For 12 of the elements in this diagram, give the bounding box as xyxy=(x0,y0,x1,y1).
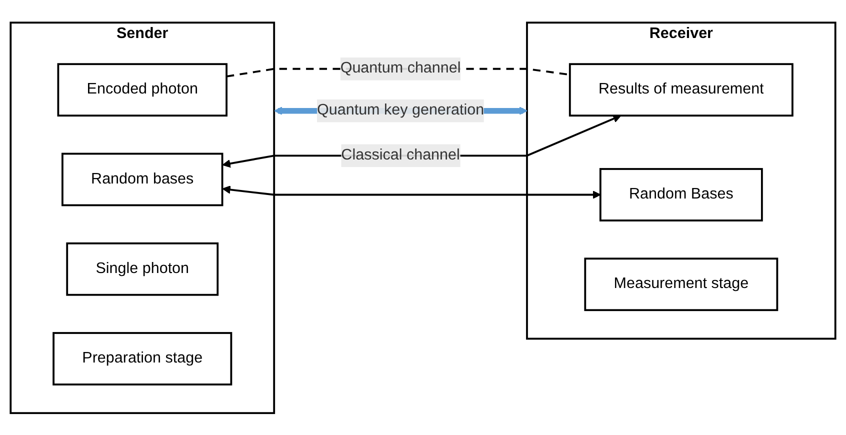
node-box: Measurement stage xyxy=(584,257,778,311)
arrow xyxy=(222,114,622,168)
edge-label: Quantum key generation xyxy=(317,102,484,118)
node-box: Results of measurement xyxy=(568,62,794,116)
node-box: Random bases xyxy=(62,152,224,206)
arrow xyxy=(222,185,601,199)
node-box: Single photon xyxy=(66,242,219,296)
node-box: Preparation stage xyxy=(52,332,232,386)
edge-label: Quantum channel xyxy=(340,60,461,76)
node-box: Encoded photon xyxy=(57,62,228,116)
node-box: Random Bases xyxy=(599,168,763,222)
edge-label: Classical channel xyxy=(341,146,460,163)
